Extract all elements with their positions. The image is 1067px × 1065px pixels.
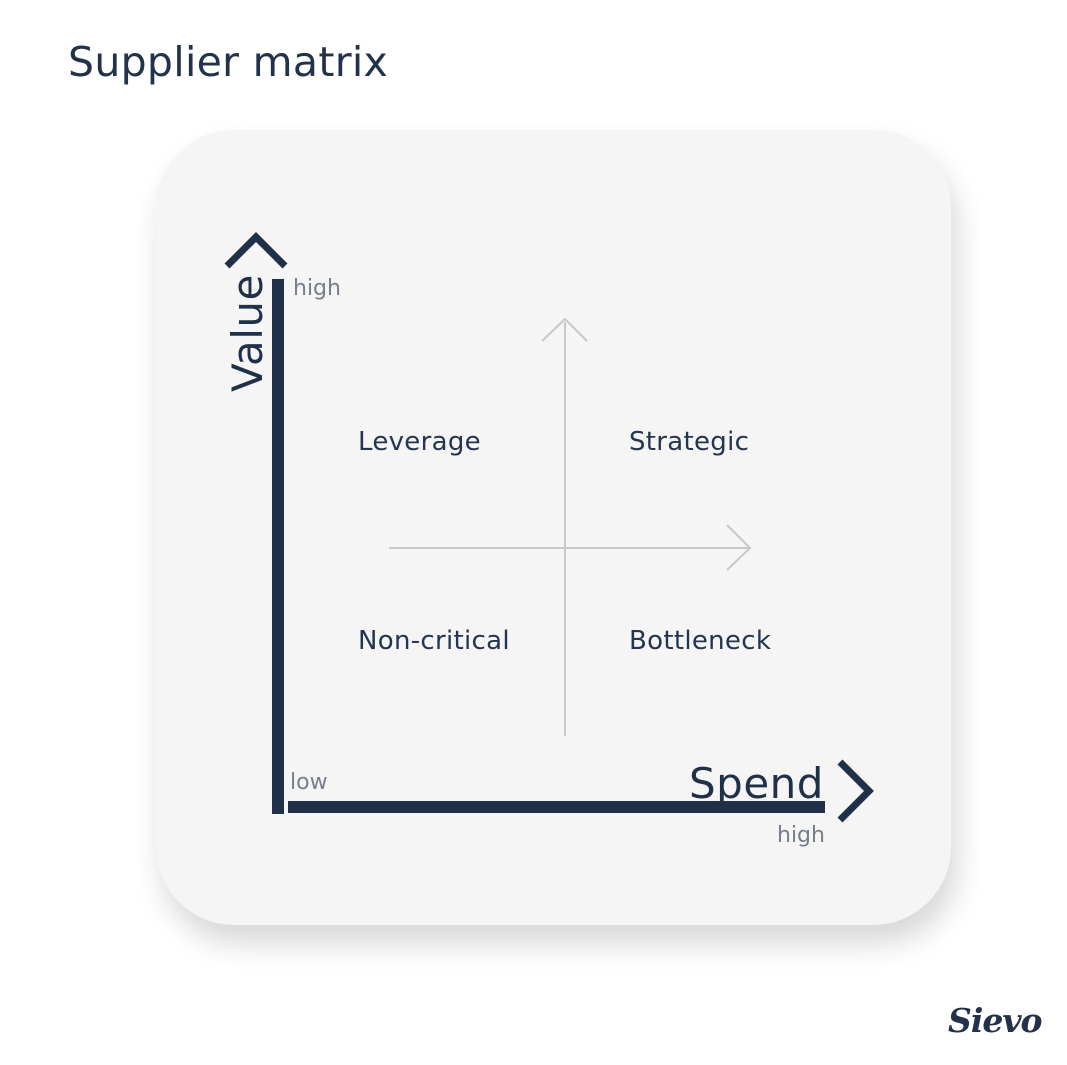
x-axis-title: Spend [689,759,824,808]
x-axis-bar [288,801,825,813]
vertical-divider-arrowhead [541,317,588,342]
quadrant-strategic: Strategic [629,427,750,457]
sievo-logo: Sievo [948,1001,1043,1040]
x-axis-high-label: high [777,823,825,848]
x-axis-arrowhead [837,759,874,823]
y-axis-arrowhead [224,232,288,269]
quadrant-non-critical: Non-critical [358,626,510,656]
y-axis-bar [272,279,284,814]
origin-low-label: low [290,770,328,795]
matrix-card [156,130,951,925]
y-axis-high-label: high [293,276,341,301]
horizontal-divider-arrowhead [726,524,752,571]
quadrant-bottleneck: Bottleneck [629,626,772,656]
quadrant-leverage: Leverage [358,427,481,457]
page-title: Supplier matrix [68,38,389,86]
y-axis-title: Value [223,274,272,392]
